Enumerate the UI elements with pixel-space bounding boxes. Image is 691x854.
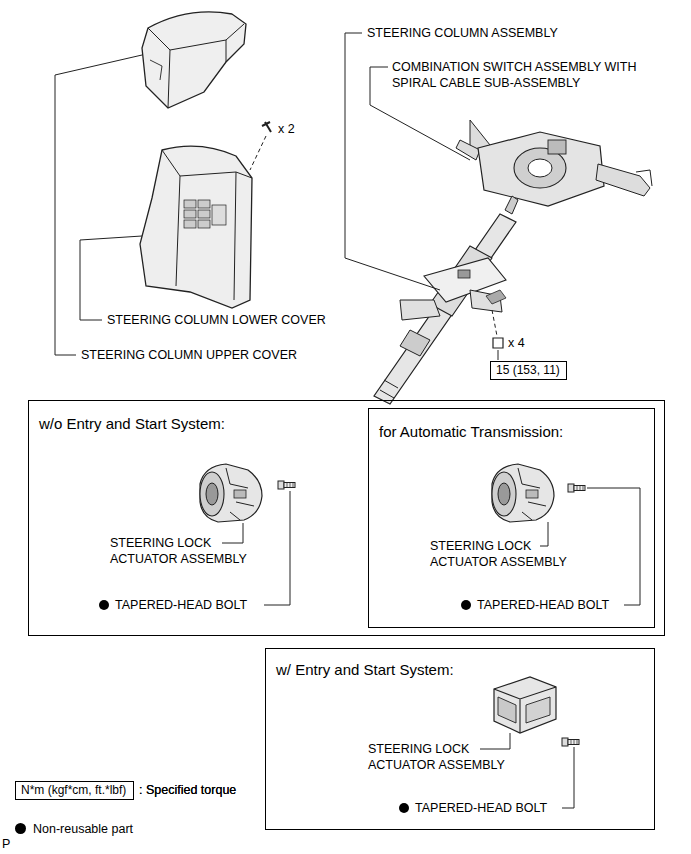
part-name: STEERING LOCK ACTUATOR ASSEMBLY [110, 535, 260, 567]
quantity: x 4 [508, 335, 525, 351]
part-name: STEERING LOCK ACTUATOR ASSEMBLY [368, 741, 518, 773]
combination-switch-drawing [456, 120, 652, 206]
part-name: TAPERED-HEAD BOLT [399, 800, 547, 816]
part-name: STEERING COLUMN LOWER COVER [107, 312, 326, 328]
actuator-drawing [492, 464, 554, 522]
part-name: STEERING COLUMN UPPER COVER [81, 347, 297, 363]
non-reusable-mark [15, 823, 26, 834]
bolt-drawing [562, 738, 579, 746]
quantity: x 2 [278, 121, 295, 137]
part-name: TAPERED-HEAD BOLT [461, 597, 609, 613]
actuator-drawing [200, 464, 262, 522]
bolt-drawing [278, 481, 295, 489]
panel-heading: for Automatic Transmission: [379, 423, 644, 441]
torque-value: 15 (153, 11) [496, 363, 561, 378]
part-name: STEERING LOCK ACTUATOR ASSEMBLY [430, 538, 580, 570]
panel-heading: w/ Entry and Start System: [276, 661, 644, 679]
part-name: COMBINATION SWITCH ASSEMBLY WITH SPIRAL … [392, 59, 660, 91]
part-name: TAPERED-HEAD BOLT [99, 597, 247, 613]
legend-text: Non-reusable part [33, 822, 133, 836]
legend-row: : Specified torque [139, 782, 236, 798]
actuator-drawing [494, 677, 556, 733]
torque-box: 15 (153, 11) [490, 361, 567, 380]
part-name: STEERING COLUMN ASSEMBLY [367, 25, 558, 41]
figure-code: P [2, 836, 10, 852]
lower-cover-drawing [140, 146, 252, 308]
screw-drawing [250, 122, 271, 170]
torque-value: N*m (kgf*cm, ft.*lbf) [21, 783, 128, 798]
torque-legend-box: N*m (kgf*cm, ft.*lbf) [15, 781, 134, 800]
bolt-drawing [568, 484, 585, 492]
legend-row: Non-reusable part [15, 821, 133, 837]
legend-text: : Specified torque [139, 783, 236, 797]
upper-cover-drawing [142, 12, 246, 108]
variant-panel: for Automatic Transmission: [368, 408, 655, 628]
